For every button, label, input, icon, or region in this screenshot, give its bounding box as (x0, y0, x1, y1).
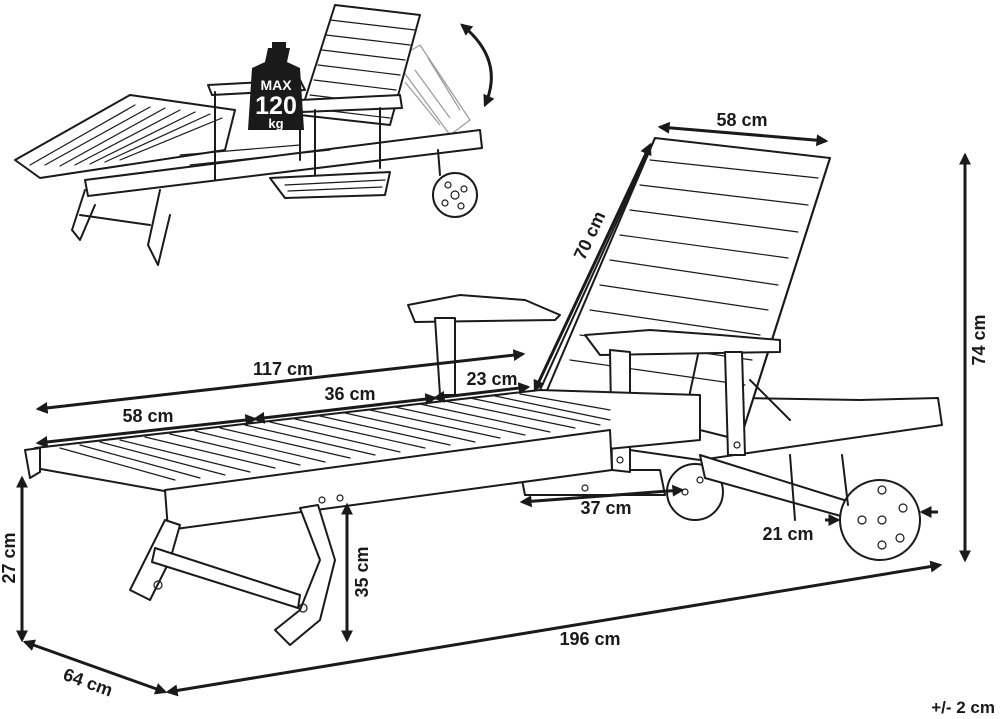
label-section-mid: 36 cm (324, 384, 375, 404)
label-total-length: 196 cm (559, 629, 620, 649)
label-bed-length: 117 cm (253, 359, 313, 379)
dimension-lines (15, 121, 971, 697)
dim-bed-length-line (35, 349, 526, 414)
preview-lounger (14, 4, 483, 266)
tolerance-note: +/- 2 cm (931, 698, 995, 717)
label-height: 74 cm (969, 314, 989, 365)
recline-arrow-icon (460, 23, 495, 108)
max-weight-badge: MAX 120 kg (248, 42, 304, 131)
label-width: 64 cm (61, 664, 116, 700)
label-bed-height: 27 cm (0, 532, 19, 583)
dim-section-foot-line (35, 414, 258, 448)
weight-badge-unit: kg (268, 116, 283, 131)
dim-section-mid-line (252, 393, 438, 424)
label-seat-height: 35 cm (352, 546, 372, 597)
dim-width-line (22, 639, 168, 695)
dim-backrest-length-line (533, 142, 652, 393)
dim-tray-line (519, 484, 685, 508)
weight-badge-value: 120 (255, 92, 297, 120)
label-tray: 37 cm (580, 498, 631, 518)
weight-badge-max: MAX (260, 77, 292, 93)
dim-total-length-line (165, 560, 943, 697)
label-section-foot: 58 cm (122, 406, 173, 426)
dim-backrest-width-line (657, 121, 829, 147)
label-backrest-width: 58 cm (716, 110, 767, 130)
dim-section-head-line (432, 382, 531, 403)
label-section-head: 23 cm (466, 369, 517, 389)
label-wheel: 21 cm (762, 524, 813, 544)
